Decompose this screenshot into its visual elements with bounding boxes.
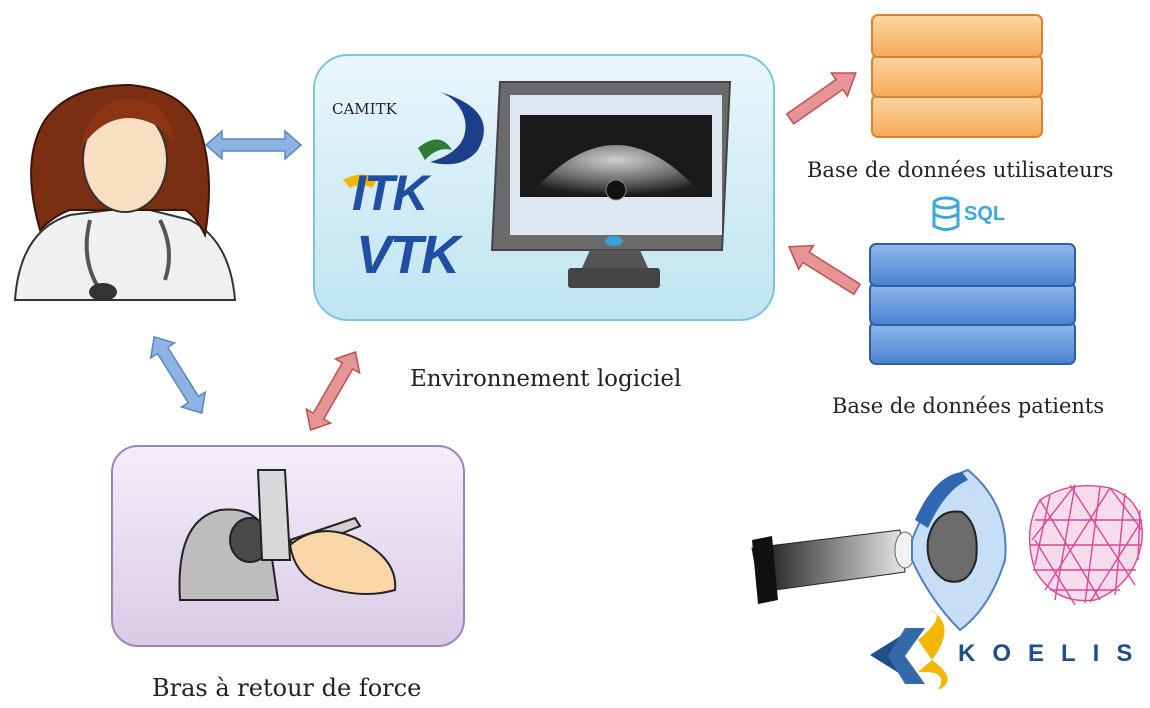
arrow-doctor-haptic (149, 335, 207, 415)
itk-logo (343, 174, 378, 188)
monitor-icon (490, 81, 732, 288)
arrow-software-userdb (785, 72, 857, 125)
sql-database-icon (932, 196, 960, 231)
sql-logo-text: SQL (964, 203, 1006, 225)
camitk-logo (418, 92, 484, 165)
koelis-logo (870, 610, 948, 690)
camitk-logo-text: CAMITK (332, 100, 397, 118)
user-database-icon (871, 14, 1043, 138)
doctor-avatar (13, 83, 237, 301)
koelis-logo-text: KOELIS (958, 640, 1150, 667)
haptic-device-icon (178, 469, 397, 601)
patient-database-label: Base de données patients (832, 394, 1105, 418)
user-database-label: Base de données utilisateurs (807, 158, 1114, 182)
arrow-doctor-software (204, 129, 303, 161)
haptic-arm-label: Bras à retour de force (152, 674, 422, 702)
ultrasound-probe-icon (751, 468, 1007, 632)
arrow-haptic-software (305, 351, 361, 431)
software-environment-label: Environnement logiciel (410, 366, 682, 392)
itk-logo-text: ITK (352, 165, 429, 221)
patient-database-icon (869, 243, 1076, 365)
prostate-mesh-icon (1028, 484, 1143, 606)
vtk-logo-text: VTK (356, 225, 460, 285)
arrow-patientdb-software (787, 244, 862, 296)
